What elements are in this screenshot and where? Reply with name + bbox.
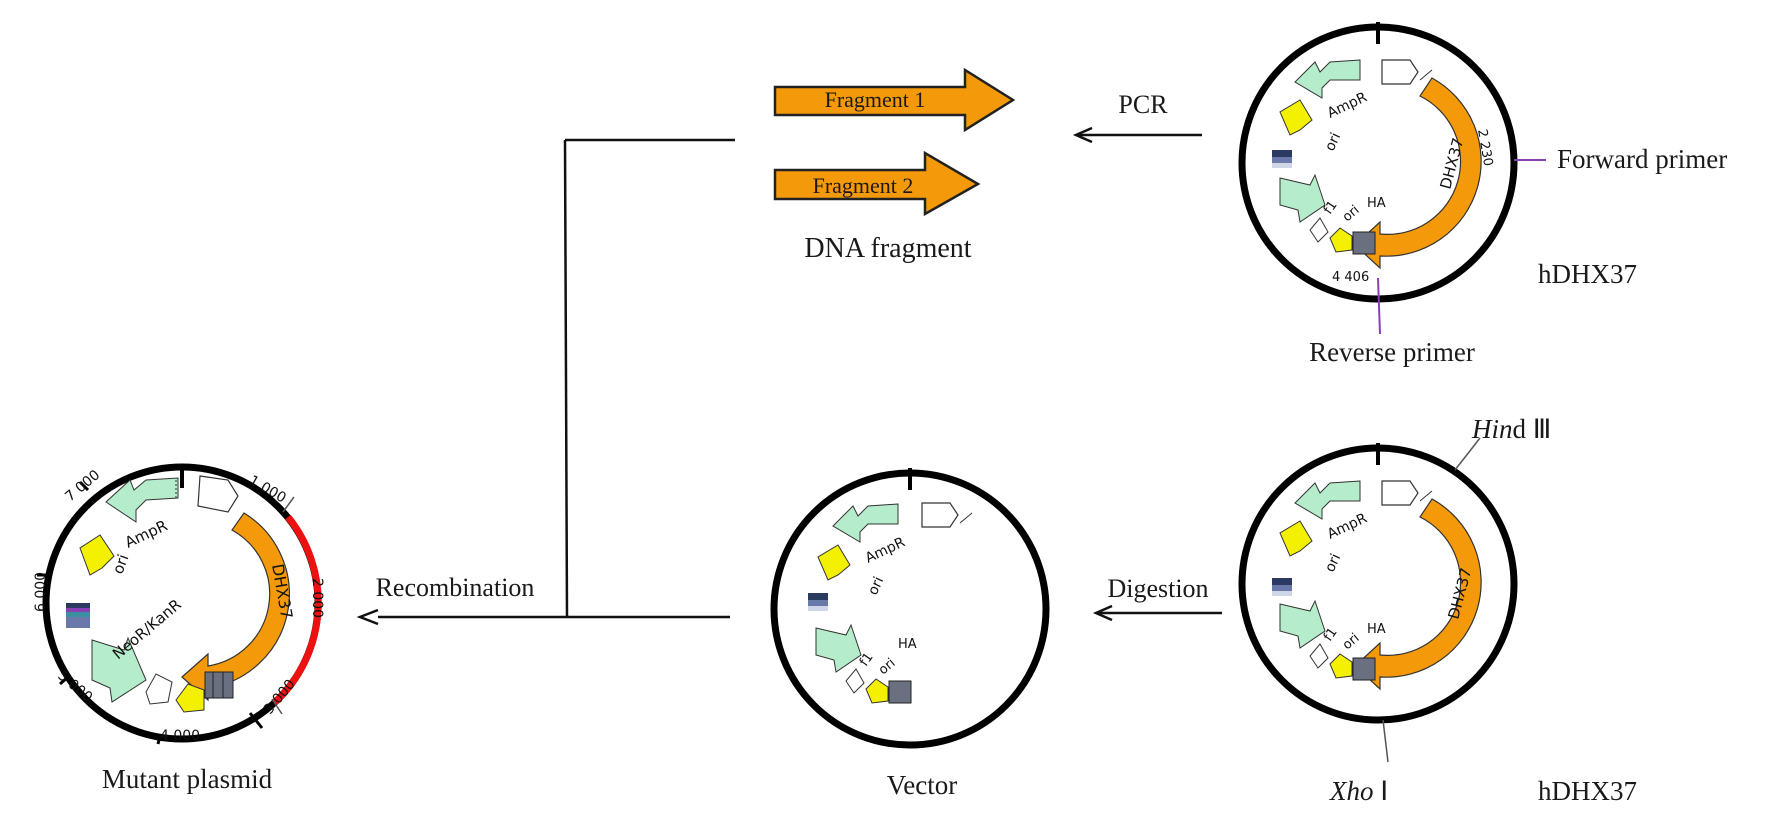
mutant-plasmid: 1 000 2 000 3 000 4 000 5 000 6 000 7 00… (33, 463, 325, 745)
recombination-bracket (356, 138, 735, 626)
ampr-label-top: AmpR (1325, 89, 1370, 121)
reverse-primer-line (1377, 277, 1381, 335)
ori2-label-vector: ori (876, 656, 899, 678)
ori-label-bottom: ori (1322, 551, 1344, 574)
pos-reverse-label: 4 406 (1332, 270, 1369, 285)
arrow-left-icon (1092, 604, 1113, 622)
arrow-left-icon (356, 608, 379, 626)
ha-label-top: HA (1367, 196, 1386, 211)
hind-site-line (1454, 437, 1481, 471)
ori2-label-top: ori (1340, 203, 1363, 225)
tick-4000: 4 000 (160, 728, 200, 744)
digestion-label: Digestion (1107, 574, 1208, 603)
ha-label-bottom: HA (1367, 622, 1386, 637)
hdhx37-plasmid-bottom: DHX37 AmpR ori f1 ori HA (1238, 437, 1518, 763)
arrow-left-icon (1072, 126, 1093, 144)
pos-forward-label: 2 230 (1474, 128, 1495, 167)
xho-label: Xho Ⅰ (1329, 776, 1388, 806)
fragment-1-arrow: Fragment 1 (773, 67, 1016, 133)
mutant-plasmid-label: Mutant plasmid (102, 764, 273, 794)
tick-2000: 2 000 (309, 578, 325, 618)
hdhx37-label-bottom: hDHX37 (1538, 776, 1637, 806)
ha-label-vector: HA (898, 637, 917, 652)
ori-label-top: ori (1322, 130, 1344, 153)
tick-5000: 5 000 (54, 668, 95, 706)
neor-label: NeoR/KanR (109, 595, 185, 663)
ori-label-vector: ori (865, 574, 887, 597)
ampr-label-bottom: AmpR (1325, 510, 1370, 542)
hind-label: Hind Ⅲ (1471, 414, 1551, 444)
reverse-primer-label: Reverse primer (1309, 337, 1475, 367)
xho-site-line (1382, 719, 1389, 763)
ori-label-mutant: ori (109, 552, 133, 576)
dna-fragment-label: DNA fragment (804, 233, 971, 264)
pcr-label: PCR (1118, 90, 1168, 119)
ampr-label-vector: AmpR (863, 534, 908, 566)
forward-primer-label: Forward primer (1557, 144, 1727, 174)
fragment-2-arrow: Fragment 2 (773, 150, 981, 217)
tick-6000: 6 000 (33, 572, 49, 612)
vector-label: Vector (887, 770, 957, 800)
vector-plasmid: AmpR ori f1 ori HA (770, 468, 1050, 749)
recombination-label: Recombination (376, 573, 535, 602)
fragment-1-label: Fragment 1 (825, 87, 926, 112)
fragment-2-label: Fragment 2 (813, 173, 914, 198)
hdhx37-plasmid-top: DHX37 AmpR ori f1 ori HA 2 230 4 406 (1238, 22, 1546, 335)
insert-arc (271, 514, 322, 706)
ampr-label-mutant: AmpR (122, 516, 170, 551)
ori2-label-bottom: ori (1340, 631, 1363, 653)
hdhx37-label-top: hDHX37 (1538, 259, 1637, 289)
